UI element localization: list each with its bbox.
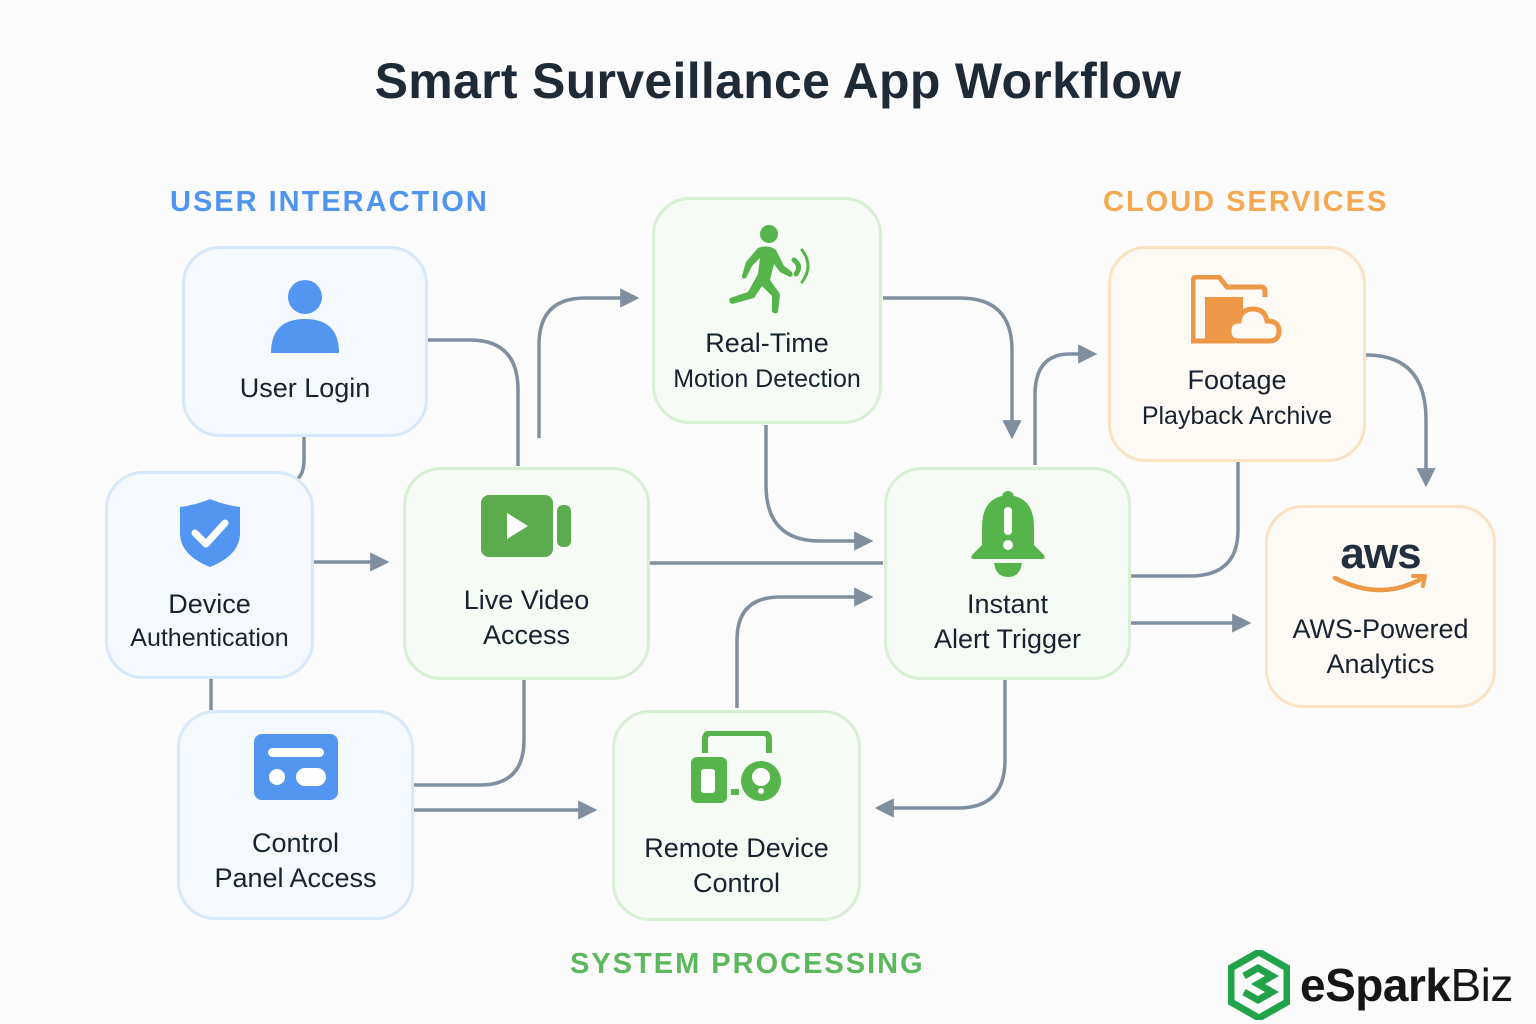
node-label-line2: Control (692, 867, 781, 898)
cloud-folder-icon (1191, 274, 1282, 343)
node-label-line2: Motion Detection (673, 365, 861, 393)
shield-check-icon (179, 498, 240, 567)
edge-live-video-to-motion (537, 288, 640, 438)
edge-motion-to-alert (764, 425, 874, 551)
node-label-line1: Live Video (463, 584, 590, 615)
node-footage-playback-archive[interactable]: Footage Playback Archive (1108, 246, 1366, 462)
remote-device-icon (690, 730, 781, 803)
node-label-line1: Device (168, 588, 251, 619)
node-remote-device-control[interactable]: Remote Device Control (612, 710, 861, 921)
video-camera-icon (480, 494, 571, 557)
node-label-line2: Playback Archive (1141, 401, 1333, 430)
control-panel-icon (253, 734, 338, 800)
node-label-line1: Control (251, 828, 340, 858)
edge-motion-to-alert-top (883, 296, 1022, 440)
aws-logo-icon: aws (1331, 528, 1431, 594)
edge-remote-to-alert (735, 587, 874, 708)
edge-footage-to-alert (1131, 462, 1240, 578)
esparkbiz-logo-icon (1228, 950, 1290, 1020)
section-label-cloud-services: CLOUD SERVICES (1103, 186, 1389, 218)
aws-smile-icon (1332, 573, 1427, 592)
node-label: User Login (239, 373, 371, 403)
node-label-line2: Analytics (1326, 648, 1435, 679)
node-real-time-motion-detection[interactable]: Real-Time Motion Detection (652, 197, 882, 424)
edge-alert-to-remote (874, 680, 1007, 818)
esparkbiz-logo: eSparkBiz (1228, 950, 1513, 1020)
node-label-line1: Instant (966, 588, 1049, 619)
node-label-line1: Remote Device (644, 832, 829, 863)
node-instant-alert-trigger[interactable]: Instant Alert Trigger (884, 467, 1131, 680)
running-person-icon (729, 225, 810, 314)
brand-name-bold: eSpark (1300, 959, 1451, 1011)
node-aws-powered-analytics[interactable]: aws AWS-Powered Analytics (1265, 505, 1496, 708)
edge-live-video-to-control-panel (414, 680, 526, 787)
node-label-line1: Footage (1187, 364, 1287, 395)
aws-logo-text: aws (1340, 528, 1421, 578)
node-label-line1: AWS-Powered (1292, 613, 1469, 644)
edge-alert-to-footage (1033, 344, 1098, 465)
node-device-authentication[interactable]: Device Authentication (105, 471, 314, 679)
brand-name: eSparkBiz (1300, 958, 1513, 1012)
node-live-video-access[interactable]: Live Video Access (403, 467, 650, 680)
node-label-line1: Real-Time (705, 328, 829, 358)
node-control-panel-access[interactable]: Control Panel Access (177, 710, 414, 920)
edge-user-login-to-live-video (428, 338, 520, 466)
alert-bell-icon (970, 490, 1045, 577)
node-label-line2: Alert Trigger (933, 623, 1082, 654)
edge-footage-to-aws (1365, 353, 1436, 488)
node-label-line2: Panel Access (214, 863, 377, 893)
node-label-line2: Authentication (130, 623, 289, 652)
section-label-system-processing: SYSTEM PROCESSING (570, 948, 925, 980)
node-user-login[interactable]: User Login (182, 246, 428, 437)
section-label-user-interaction: USER INTERACTION (170, 186, 489, 218)
node-label-line2: Access (482, 619, 571, 650)
user-icon (271, 280, 339, 353)
brand-name-light: Biz (1450, 959, 1513, 1011)
diagram-title: Smart Surveillance App Workflow (374, 53, 1182, 109)
